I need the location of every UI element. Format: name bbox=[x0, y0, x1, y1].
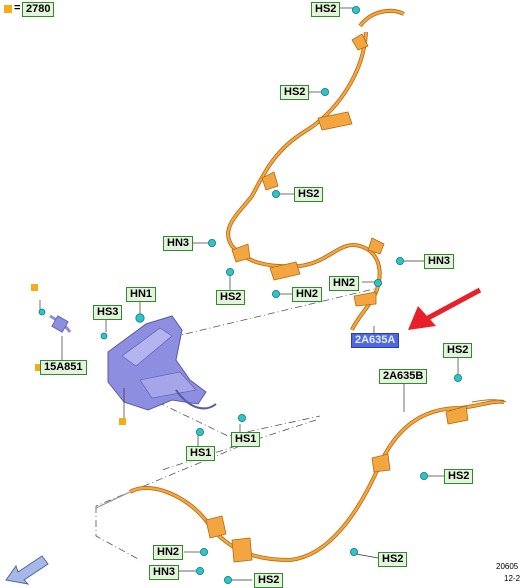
callout-15a851[interactable]: 15A851 bbox=[40, 360, 87, 375]
clip bbox=[349, 548, 358, 557]
clip bbox=[195, 427, 204, 436]
callout-hn3-left[interactable]: HN3 bbox=[163, 236, 194, 251]
callout-hs1-b[interactable]: HS1 bbox=[186, 446, 216, 461]
clip bbox=[271, 289, 280, 298]
routing-guides bbox=[95, 287, 379, 561]
clip bbox=[453, 373, 462, 382]
callout-hs2-upper[interactable]: HS2 bbox=[280, 85, 310, 100]
callout-hs2-left[interactable]: HS2 bbox=[216, 290, 246, 305]
callout-hs2-bottom-mid[interactable]: HS2 bbox=[378, 552, 408, 567]
guide-line-3 bbox=[95, 506, 141, 561]
clip bbox=[237, 413, 246, 422]
clip bbox=[100, 332, 108, 340]
clip bbox=[320, 88, 329, 97]
callout-hs2-bottom[interactable]: HS2 bbox=[254, 573, 284, 588]
callout-hs2-far-right[interactable]: HS2 bbox=[443, 343, 473, 358]
parking-brake-lever-assembly bbox=[49, 314, 217, 411]
legend-code-label[interactable]: 2780 bbox=[22, 2, 55, 17]
reference-markers bbox=[31, 284, 126, 425]
clip bbox=[225, 267, 234, 276]
callout-hn1[interactable]: HN1 bbox=[126, 287, 157, 302]
callout-hn2-center[interactable]: HN2 bbox=[292, 287, 323, 302]
clip bbox=[207, 238, 216, 247]
guide-line-4 bbox=[95, 445, 241, 507]
callout-hn3-bottom[interactable]: HN3 bbox=[149, 565, 180, 580]
callout-hn2-bottom[interactable]: HN2 bbox=[153, 545, 184, 560]
callout-hn3-right[interactable]: HN3 bbox=[424, 254, 455, 269]
clip bbox=[373, 278, 382, 287]
red-pointer-arrow bbox=[408, 287, 482, 330]
clip bbox=[38, 308, 46, 316]
clip bbox=[135, 313, 145, 323]
footer-code-top: 20605 bbox=[496, 562, 519, 571]
clip bbox=[223, 576, 232, 585]
marker bbox=[35, 364, 42, 371]
clip bbox=[395, 256, 404, 265]
callout-hs2-mid[interactable]: HS2 bbox=[294, 187, 324, 202]
marker bbox=[119, 418, 126, 425]
leader-lines bbox=[39, 7, 459, 581]
callout-hs2-right-lower[interactable]: HS2 bbox=[444, 469, 474, 484]
callout-hs1-a[interactable]: HS1 bbox=[231, 432, 261, 447]
callout-hs3[interactable]: HS3 bbox=[93, 305, 123, 320]
clip bbox=[419, 471, 428, 480]
footer-code-bottom: 12-2 bbox=[504, 574, 521, 583]
guide-line-2 bbox=[119, 383, 321, 437]
fastener-clips bbox=[38, 6, 462, 585]
legend-equals: = bbox=[14, 2, 21, 14]
callout-2a635b[interactable]: 2A635B bbox=[379, 369, 428, 384]
marker bbox=[31, 284, 38, 291]
clip bbox=[351, 6, 360, 14]
back-arrow-icon bbox=[5, 555, 49, 585]
legend-marker-swatch bbox=[4, 5, 12, 13]
rear-cable-2a635b bbox=[95, 399, 507, 563]
clip bbox=[195, 567, 204, 576]
callout-hs2-top[interactable]: HS2 bbox=[311, 2, 341, 17]
clip bbox=[271, 189, 280, 198]
callout-2a635a[interactable]: 2A635A bbox=[351, 333, 400, 348]
callout-hn2-right[interactable]: HN2 bbox=[329, 276, 360, 291]
clip bbox=[199, 548, 208, 557]
